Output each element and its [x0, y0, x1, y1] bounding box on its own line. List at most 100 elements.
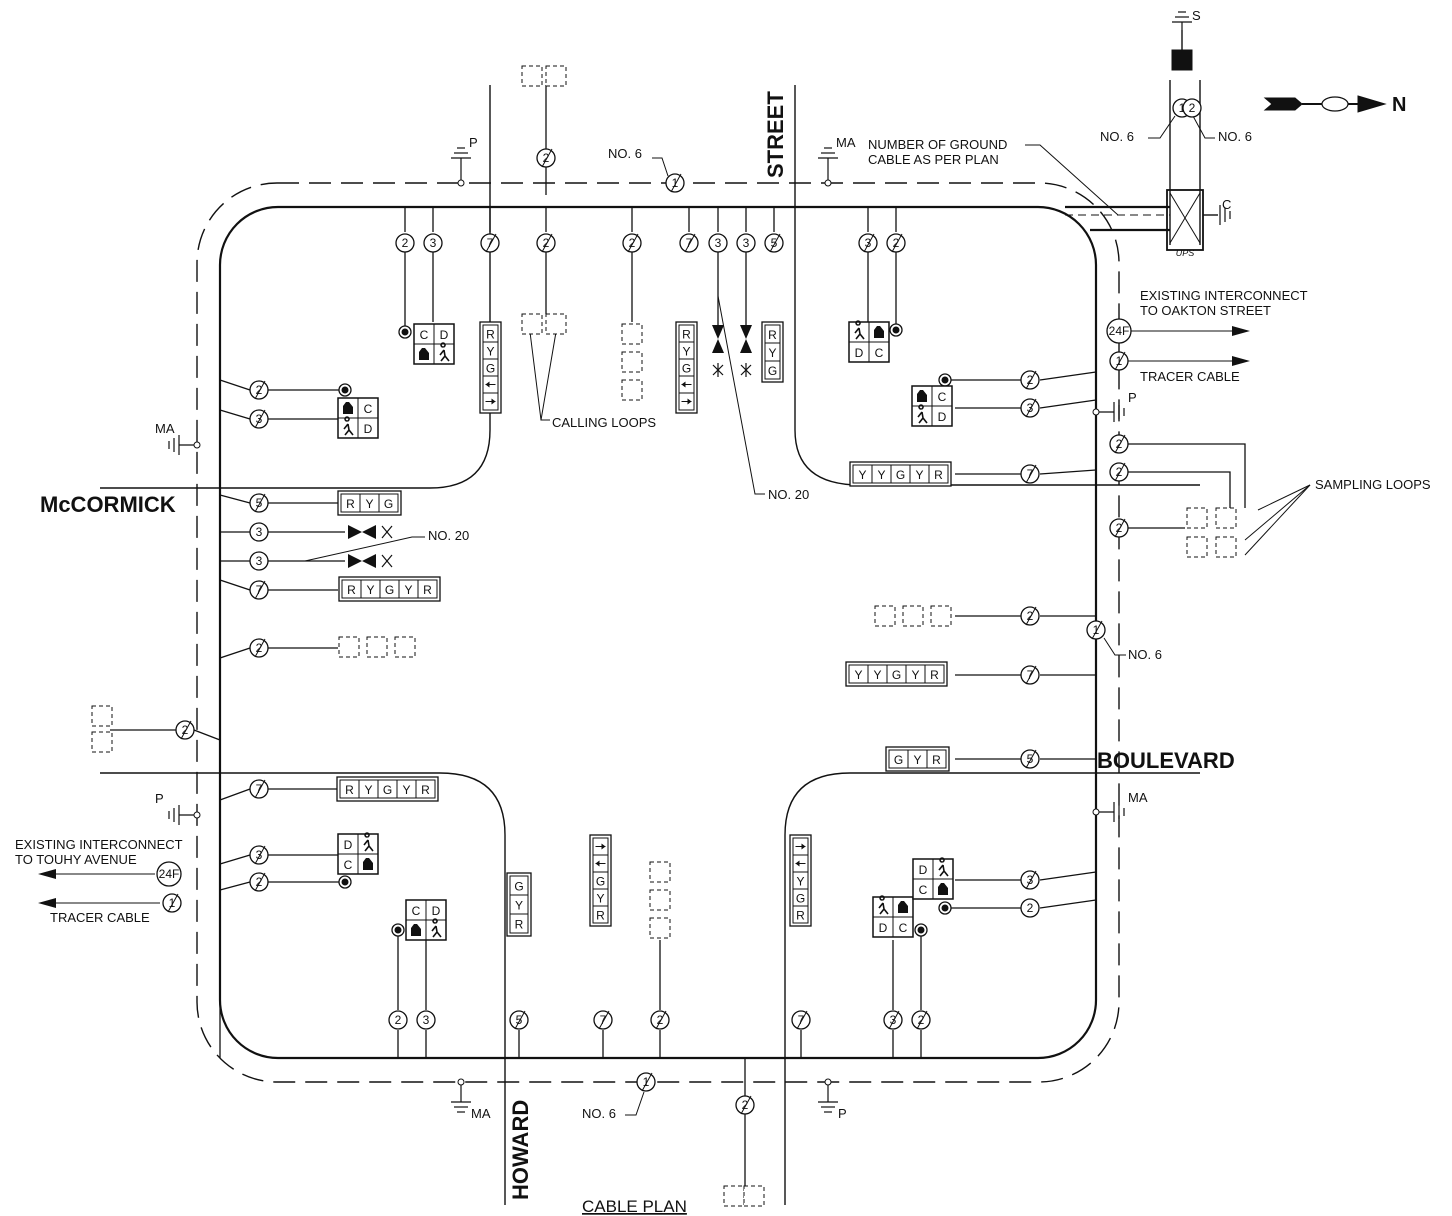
cable-count-label: 2: [182, 723, 189, 737]
cable-count-label: 1: [1179, 101, 1186, 115]
signal-head: YGR: [789, 834, 812, 927]
cable-count-circle: 2: [249, 638, 269, 658]
signal-lens-label: G: [682, 362, 691, 376]
signal-lens-label: G: [384, 497, 393, 511]
signal-lens-label: G: [385, 583, 394, 597]
ground-rod-icon: MA: [1092, 790, 1148, 822]
cable-count-label: 2: [395, 1013, 402, 1027]
hand-icon: [938, 883, 948, 895]
cable-count-label: 24F: [1109, 324, 1130, 338]
cable-count-circle: 7: [249, 580, 269, 600]
cable-count-circle: 2: [536, 148, 556, 168]
signal-lens-label: D: [432, 904, 441, 918]
signal-lens-label: G: [768, 364, 777, 378]
signal-lens-label: C: [919, 883, 928, 897]
cable-count-label: 2: [1116, 465, 1123, 479]
signal-lens-label: C: [364, 402, 373, 416]
cable-count-label: 7: [1027, 668, 1034, 682]
signal-lens-label: G: [596, 875, 605, 889]
signal-lens-label: R: [423, 583, 432, 597]
signal-lens-label: Y: [858, 468, 866, 482]
signal-lens-label: D: [938, 410, 947, 424]
signal-lens-label: D: [879, 921, 888, 935]
cable-count-label: 5: [1027, 752, 1034, 766]
cable-drop: [1128, 471, 1231, 508]
walk-icon: [938, 857, 949, 877]
cable-count-circle: 2: [911, 1010, 931, 1030]
signal-head: RYG: [761, 321, 784, 383]
cable-count-circle: 5: [1020, 749, 1040, 769]
cable-count-label: 24F: [159, 867, 180, 881]
signal-lens-label: Y: [877, 468, 885, 482]
walk-icon: [878, 895, 889, 915]
cable-count-label: 3: [743, 236, 750, 250]
signal-lens-label: R: [345, 783, 354, 797]
cable-count-label: 2: [543, 151, 550, 165]
signal-lens-label: Y: [366, 583, 374, 597]
cable-count-circle: 2: [249, 380, 269, 400]
cable-count-label: 2: [1116, 521, 1123, 535]
signal-lens-label: R: [347, 583, 356, 597]
cable-count-circle: 5: [249, 493, 269, 513]
touhy-note-1: EXISTING INTERCONNECT: [15, 837, 183, 852]
pedestrian-signal-head: CD: [337, 397, 379, 439]
ups-label: UPS: [1176, 248, 1195, 258]
cable-drop: [1039, 871, 1097, 881]
cable-count-label: 5: [771, 236, 778, 250]
signal-lens-label: R: [596, 909, 605, 923]
cable-count-label: 2: [1116, 437, 1123, 451]
service-ground-label: S: [1192, 8, 1201, 23]
signal-lens-label: Y: [873, 668, 881, 682]
no6-note-right: NO. 6: [1128, 647, 1162, 662]
hand-icon: [411, 924, 421, 936]
cable-count-label: 2: [629, 236, 636, 250]
cable-count-label: 2: [256, 641, 263, 655]
cable-plan-title: CABLE PLAN: [582, 1197, 687, 1216]
ground-label: P: [838, 1106, 847, 1121]
cable-count-circle: 2: [886, 233, 906, 253]
detector-loop: [621, 379, 643, 401]
cable-count-circle: 3: [416, 1010, 436, 1030]
cable-count-circle: 2: [249, 872, 269, 892]
cable-count-label: 3: [1027, 873, 1034, 887]
detector-loop: [338, 636, 360, 658]
cable-drop: [1039, 899, 1097, 909]
cable-drop: [1039, 371, 1097, 381]
ground-label: P: [155, 791, 164, 806]
cable-count-circle: 3: [249, 409, 269, 429]
detector-loop: [902, 605, 924, 627]
cable-count-label: 3: [256, 525, 263, 539]
signal-lens-label: R: [796, 909, 805, 923]
pedestrian-signal-head: DC: [912, 857, 954, 900]
signal-lens-label: G: [383, 783, 392, 797]
cable-count-circle: 2: [175, 720, 195, 740]
pushbutton-icon: [914, 923, 928, 937]
cable-count-circle: 1: [636, 1072, 656, 1092]
cable-count-circle: 2: [536, 233, 556, 253]
signal-lens-label: C: [875, 346, 884, 360]
detector-loop: [521, 65, 543, 87]
cable-count-label: 3: [890, 1013, 897, 1027]
ground-rod-icon: MA: [818, 135, 856, 187]
no6-note-ups-1: NO. 6: [1100, 129, 1134, 144]
cable-count-circle: 3: [1020, 398, 1040, 418]
cable-drop: [219, 494, 251, 504]
cable-drop: [1039, 469, 1097, 475]
cable-count-label: 3: [423, 1013, 430, 1027]
cable-count-circle: 2: [1109, 518, 1129, 538]
ground-rod-icon: MA: [451, 1078, 491, 1121]
signal-lens-label: D: [440, 328, 449, 342]
signal-lens-label: D: [855, 346, 864, 360]
cable-count-label: 7: [487, 236, 494, 250]
signal-lens-label: G: [796, 892, 805, 906]
service-disconnect: [1171, 49, 1193, 71]
cable-count-label: 2: [1027, 373, 1034, 387]
cable-count-circle: 1: [162, 893, 182, 913]
signal-lens-label: Y: [365, 497, 373, 511]
street-label-boulevard: BOULEVARD: [1097, 748, 1235, 773]
